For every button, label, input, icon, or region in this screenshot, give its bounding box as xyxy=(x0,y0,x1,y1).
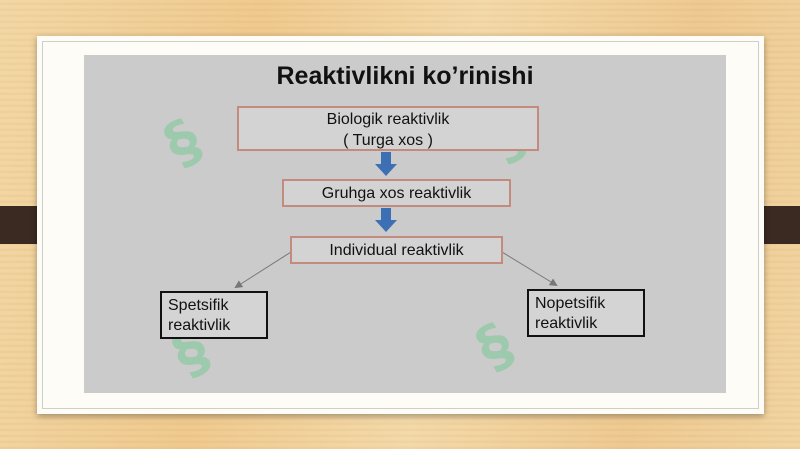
slide-title: Reaktivlikni ko’rinishi xyxy=(276,62,534,90)
box-spetsifik-line2: reaktivlik xyxy=(168,317,231,334)
box-spetsifik-line1: Spetsifik xyxy=(168,297,229,314)
box-gruhga-label: Gruhga xos reaktivlik xyxy=(321,185,472,202)
box-biologik-reaktivlik: Biologik reaktivlik ( Turga xos ) xyxy=(237,106,539,151)
box-spetsifik-reaktivlik: Spetsifik reaktivlik xyxy=(160,291,268,339)
box-nopetsifik-line1: Nopetsifik xyxy=(535,295,606,312)
slide-paper-border xyxy=(42,41,759,409)
link-to-spetsifik xyxy=(234,251,292,289)
box-nopetsifik-reaktivlik: Nopetsifik reaktivlik xyxy=(527,289,645,337)
box-individual-reaktivlik: Individual reaktivlik xyxy=(290,236,503,264)
box-individual-label: Individual reaktivlik xyxy=(329,242,464,259)
link-to-nopetsifik xyxy=(501,251,558,287)
box-biologik-line1: Biologik reaktivlik xyxy=(326,111,450,128)
box-gruhga-xos-reaktivlik: Gruhga xos reaktivlik xyxy=(282,179,511,207)
down-arrow-1 xyxy=(375,152,397,176)
box-biologik-line2: ( Turga xos ) xyxy=(343,132,433,149)
down-arrow-2 xyxy=(375,208,397,232)
box-nopetsifik-line2: reaktivlik xyxy=(535,315,598,332)
